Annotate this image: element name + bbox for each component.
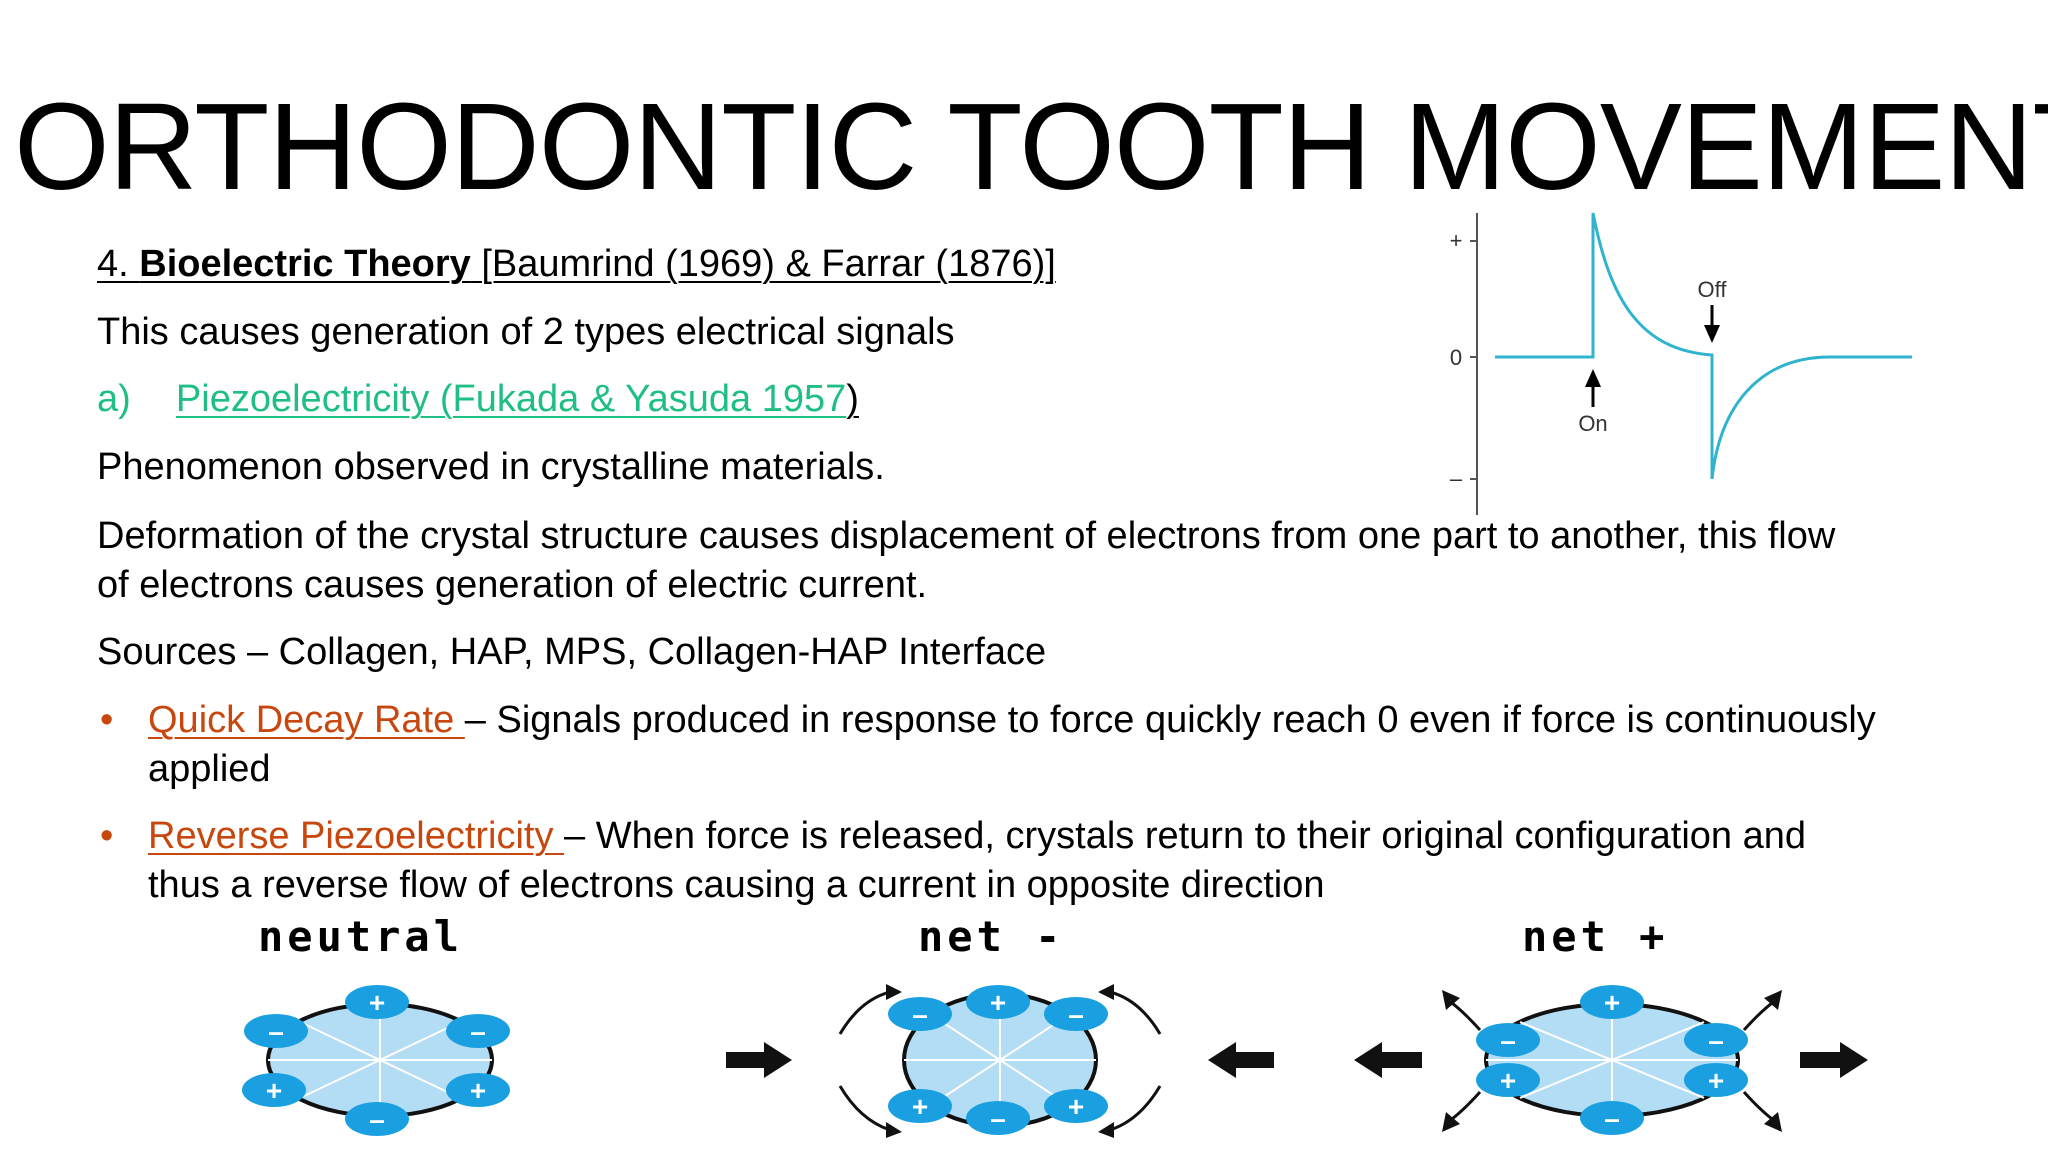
svg-text:+: + <box>1068 1091 1084 1122</box>
svg-text:–: – <box>1708 1025 1724 1056</box>
minus-charge-icon: – <box>244 1014 308 1048</box>
bullet-1-line-1: Quick Decay Rate – Signals produced in r… <box>148 696 1876 745</box>
heading-rest: [Baumrind (1969) & Farrar (1876)] <box>470 243 1056 285</box>
compress-arrow-left-icon <box>726 1042 792 1078</box>
signal-curve <box>1495 212 1912 480</box>
phenomenon-line: Phenomenon observed in crystalline mater… <box>97 446 885 488</box>
off-label: Off <box>1698 277 1728 302</box>
slide-title: ORTHODONTIC TOOTH MOVEMENT <box>14 79 2048 216</box>
svg-text:–: – <box>912 999 928 1030</box>
minus-charge-icon: – <box>446 1014 510 1048</box>
svg-text:–: – <box>268 1016 284 1047</box>
minus-charge-icon: – <box>1580 1101 1644 1135</box>
compress-arrow-right-icon <box>1208 1042 1274 1078</box>
svg-text:+: + <box>369 987 385 1018</box>
svg-text:+: + <box>1604 987 1620 1018</box>
minus-charge-icon: – <box>966 1101 1030 1135</box>
minus-charge-icon: – <box>1476 1023 1540 1057</box>
bullet-2-line-1: Reverse Piezoelectricity – When force is… <box>148 812 1806 861</box>
sources-line: Sources – Collagen, HAP, MPS, Collagen-H… <box>97 631 1047 673</box>
svg-text:–: – <box>1604 1103 1620 1134</box>
plus-charge-icon: + <box>966 985 1030 1019</box>
stretch-arrow-right-icon <box>1800 1042 1868 1078</box>
subpoint-marker: a) <box>97 378 131 420</box>
stretch-arrow-left-icon <box>1354 1042 1422 1078</box>
svg-text:–: – <box>1500 1025 1516 1056</box>
piezo-signal-graph: + 0 – On Off <box>1450 212 1912 515</box>
intro-line: This causes generation of 2 types electr… <box>97 311 955 353</box>
heading-number: 4. <box>97 243 140 285</box>
molecule-net-plus: + – – + + – <box>1354 985 1868 1135</box>
minus-charge-icon: – <box>1684 1023 1748 1057</box>
bullet-1-line-2: applied <box>148 748 271 790</box>
graph-tick-label-plus: + <box>1450 228 1463 253</box>
svg-text:+: + <box>470 1075 486 1106</box>
plus-charge-icon: + <box>446 1073 510 1107</box>
bullet-2-desc: – When force is released, crystals retur… <box>564 815 1807 857</box>
minus-charge-icon: – <box>345 1102 409 1136</box>
plus-charge-icon: + <box>345 985 409 1019</box>
on-arrow-icon <box>1585 369 1601 387</box>
molecule-net-minus: – + – + – + <box>726 984 1274 1138</box>
graph-tick-label-zero: 0 <box>1450 345 1462 370</box>
plus-charge-icon: + <box>1044 1089 1108 1123</box>
charges-neutral: + – – + + – <box>242 985 510 1136</box>
subpoint-close: ) <box>846 378 859 420</box>
svg-text:–: – <box>1068 999 1084 1030</box>
piezoelectricity-link[interactable]: Piezoelectricity (Fukada & Yasuda 1957 <box>175 378 847 420</box>
off-arrow-icon <box>1704 325 1720 343</box>
svg-text:+: + <box>990 987 1006 1018</box>
plus-charge-icon: + <box>888 1089 952 1123</box>
quick-decay-rate-link[interactable]: Quick Decay Rate <box>148 699 465 741</box>
bullet-2-line-2: thus a reverse flow of electrons causing… <box>148 864 1325 906</box>
plus-charge-icon: + <box>1476 1063 1540 1097</box>
svg-text:–: – <box>470 1016 486 1047</box>
deformation-line-1: Deformation of the crystal structure cau… <box>97 515 1836 557</box>
svg-text:+: + <box>1708 1065 1724 1096</box>
bullet-marker-1: • <box>100 699 114 741</box>
heading-bold: Bioelectric Theory <box>139 243 471 285</box>
molecule-neutral: + – – + + – <box>242 985 510 1136</box>
charges-net-plus: + – – + + – <box>1476 985 1748 1135</box>
minus-charge-icon: – <box>1044 997 1108 1031</box>
svg-text:+: + <box>912 1091 928 1122</box>
plus-charge-icon: + <box>1684 1063 1748 1097</box>
plus-charge-icon: + <box>1580 985 1644 1019</box>
label-net-minus: net - <box>918 912 1065 961</box>
minus-charge-icon: – <box>888 997 952 1031</box>
on-label: On <box>1578 411 1607 436</box>
bullet-marker-2: • <box>100 815 114 857</box>
svg-text:–: – <box>369 1104 385 1135</box>
bullet-1-desc: – Signals produced in response to force … <box>464 699 1876 741</box>
label-neutral: neutral <box>258 912 464 961</box>
svg-text:+: + <box>266 1075 282 1106</box>
label-net-plus: net + <box>1522 912 1669 961</box>
reverse-piezoelectricity-link[interactable]: Reverse Piezoelectricity <box>148 815 565 857</box>
graph-tick-label-minus: – <box>1450 466 1463 491</box>
deformation-line-2: of electrons causes generation of electr… <box>97 564 928 606</box>
subpoint-a: a) Piezoelectricity (Fukada & Yasuda 195… <box>97 375 859 424</box>
plus-charge-icon: + <box>242 1073 306 1107</box>
svg-text:–: – <box>990 1103 1006 1134</box>
charges-net-minus: – + – + – + <box>888 985 1108 1135</box>
svg-text:+: + <box>1500 1065 1516 1096</box>
section-heading: 4. Bioelectric Theory [Baumrind (1969) &… <box>97 240 1056 289</box>
